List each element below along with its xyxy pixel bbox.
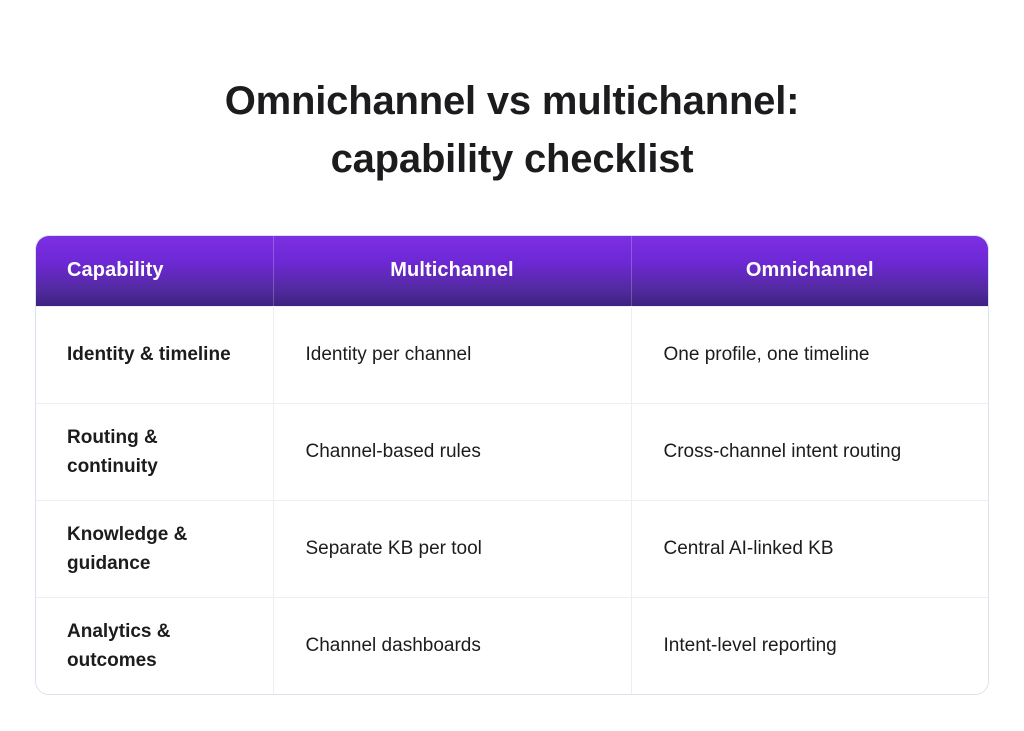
cell-multichannel: Channel dashboards [273, 596, 632, 694]
cell-omnichannel: Cross-channel intent routing [631, 402, 988, 500]
cell-multichannel: Separate KB per tool [273, 499, 632, 597]
page-title-line-2: capability checklist [330, 137, 694, 181]
cell-omnichannel: Central AI-linked KB [631, 499, 988, 597]
cell-multichannel: Channel-based rules [273, 402, 632, 500]
table-row: Knowledge & guidance Separate KB per too… [36, 499, 988, 597]
table-header: Capability Multichannel Omnichannel [36, 236, 988, 306]
column-header-omnichannel: Omnichannel [631, 236, 988, 306]
column-header-multichannel: Multichannel [273, 236, 632, 306]
cell-capability: Knowledge & guidance [36, 499, 274, 597]
cell-capability: Routing & continuity [36, 402, 274, 500]
cell-capability: Analytics & outcomes [36, 596, 274, 694]
capability-checklist-card: Capability Multichannel Omnichannel Iden… [35, 235, 989, 695]
column-header-capability: Capability [36, 236, 274, 306]
cell-capability: Identity & timeline [36, 305, 274, 403]
table-body: Identity & timeline Identity per channel… [36, 305, 988, 694]
table-row: Identity & timeline Identity per channel… [36, 305, 988, 403]
cell-omnichannel: One profile, one timeline [631, 305, 988, 403]
table-row: Routing & continuity Channel-based rules… [36, 402, 988, 500]
capability-checklist-table: Capability Multichannel Omnichannel Iden… [36, 236, 988, 694]
cell-multichannel: Identity per channel [273, 305, 632, 403]
table-row: Analytics & outcomes Channel dashboards … [36, 596, 988, 694]
cell-omnichannel: Intent-level reporting [631, 596, 988, 694]
table-header-row: Capability Multichannel Omnichannel [36, 236, 988, 306]
page-title-line-1: Omnichannel vs multichannel: [224, 79, 800, 123]
page-title: Omnichannel vs multichannel: capability … [0, 72, 1024, 188]
